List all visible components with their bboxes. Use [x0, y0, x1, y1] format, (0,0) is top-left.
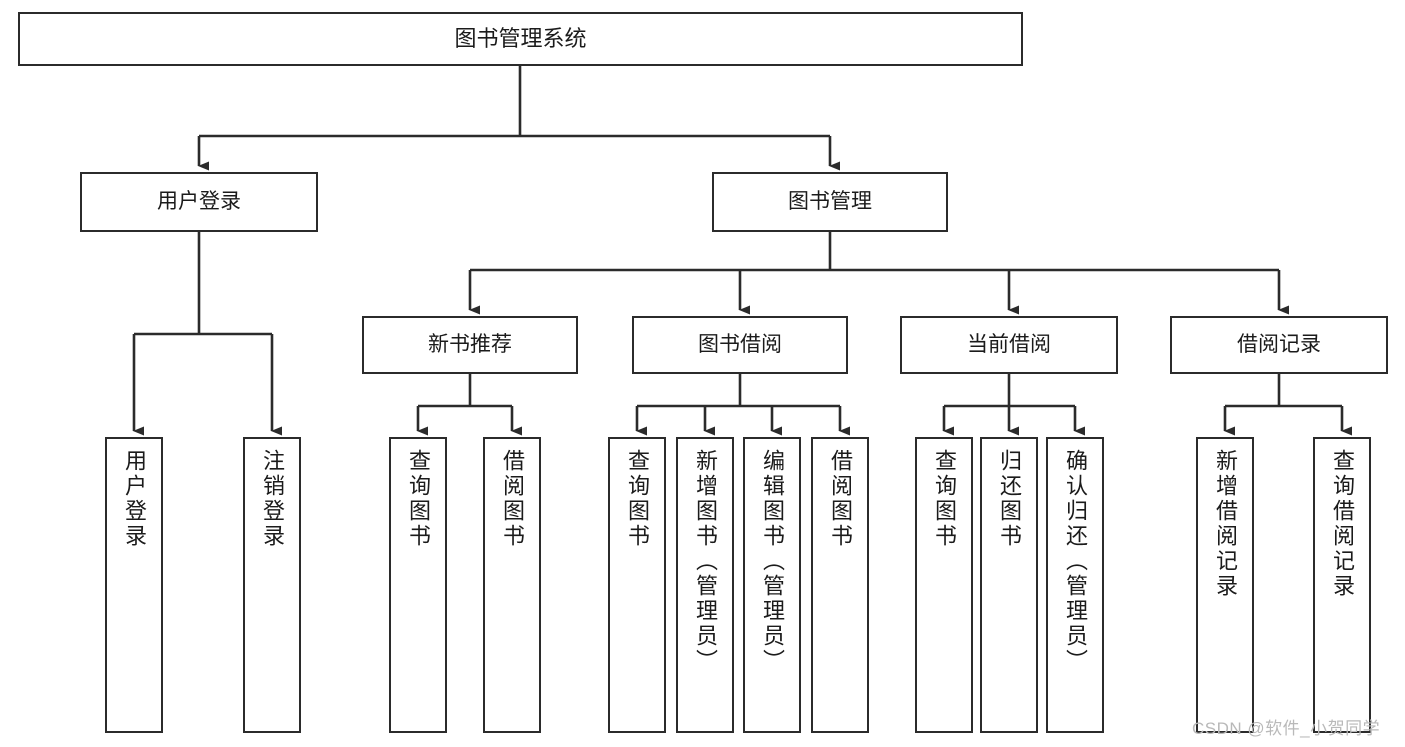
node-leaf-query-book-rec[interactable]: 查询图书 [389, 437, 447, 733]
node-user-login[interactable]: 用户登录 [80, 172, 318, 232]
node-current-borrow-label: 当前借阅 [967, 332, 1051, 356]
node-leaf-logout[interactable]: 注销登录 [243, 437, 301, 733]
node-leaf-return-book-label: 归还图书 [997, 449, 1022, 549]
node-leaf-borrow-book[interactable]: 借阅图书 [811, 437, 869, 733]
node-book-borrow-label: 图书借阅 [698, 332, 782, 356]
node-leaf-confirm-return[interactable]: 确认归还（管理员） [1046, 437, 1104, 733]
node-leaf-add-record-label: 新增借阅记录 [1213, 449, 1238, 599]
node-leaf-query-book-borrow[interactable]: 查询图书 [608, 437, 666, 733]
node-leaf-query-book-borrow-label: 查询图书 [625, 449, 650, 549]
node-leaf-borrow-book-rec[interactable]: 借阅图书 [483, 437, 541, 733]
node-root-label: 图书管理系统 [454, 26, 587, 52]
node-leaf-edit-book-label: 编辑图书（管理员） [760, 449, 785, 674]
csdn-watermark: CSDN @软件_小贺同学 [1192, 719, 1381, 738]
node-new-book-recommend-label: 新书推荐 [428, 332, 512, 356]
node-leaf-return-book[interactable]: 归还图书 [980, 437, 1038, 733]
node-leaf-query-book-cur-label: 查询图书 [932, 449, 957, 549]
node-leaf-edit-book[interactable]: 编辑图书（管理员） [743, 437, 801, 733]
node-leaf-add-book[interactable]: 新增图书（管理员） [676, 437, 734, 733]
node-user-login-label: 用户登录 [157, 189, 241, 213]
node-leaf-query-book-rec-label: 查询图书 [406, 449, 431, 549]
node-leaf-logout-label: 注销登录 [260, 449, 285, 549]
node-leaf-add-record[interactable]: 新增借阅记录 [1196, 437, 1254, 733]
node-leaf-query-book-cur[interactable]: 查询图书 [915, 437, 973, 733]
node-borrow-record-label: 借阅记录 [1237, 332, 1321, 356]
node-current-borrow[interactable]: 当前借阅 [900, 316, 1118, 374]
node-new-book-recommend[interactable]: 新书推荐 [362, 316, 578, 374]
node-leaf-user-login-label: 用户登录 [122, 449, 147, 549]
node-leaf-query-record[interactable]: 查询借阅记录 [1313, 437, 1371, 733]
node-book-management[interactable]: 图书管理 [712, 172, 948, 232]
node-leaf-query-record-label: 查询借阅记录 [1330, 449, 1355, 599]
node-leaf-add-book-label: 新增图书（管理员） [693, 449, 718, 674]
node-leaf-borrow-book-rec-label: 借阅图书 [500, 449, 525, 549]
node-root[interactable]: 图书管理系统 [18, 12, 1023, 66]
node-borrow-record[interactable]: 借阅记录 [1170, 316, 1388, 374]
node-book-management-label: 图书管理 [788, 189, 872, 213]
node-leaf-borrow-book-label: 借阅图书 [828, 449, 853, 549]
node-leaf-confirm-return-label: 确认归还（管理员） [1063, 449, 1088, 674]
node-leaf-user-login[interactable]: 用户登录 [105, 437, 163, 733]
node-book-borrow[interactable]: 图书借阅 [632, 316, 848, 374]
